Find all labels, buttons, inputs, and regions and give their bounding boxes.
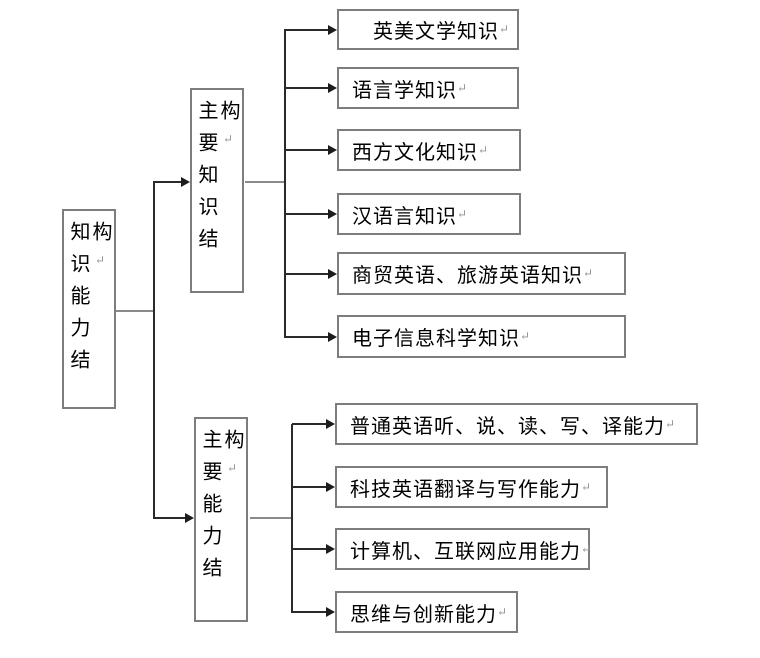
connector-branch-knowledge-1 (285, 87, 328, 89)
arrowhead-icon (328, 209, 337, 219)
arrowhead-icon (181, 177, 190, 187)
node-knowledge-electronic-information-science: 电子信息科学知识↵ (337, 315, 626, 358)
node-label: 英美文学知识 (352, 21, 499, 43)
node-group-ability: 主要能力结构↵ (194, 417, 248, 622)
node-knowledge-english-american-literature: 英美文学知识↵ (337, 9, 519, 50)
node-label: 汉语言知识 (352, 205, 457, 228)
node-ability-general-english-skills: 普通英语听、说、读、写、译能力↵ (335, 403, 698, 445)
return-mark-icon: ↵ (93, 253, 107, 267)
connector-branch-knowledge-2 (285, 149, 328, 151)
connector-branch-ability-0 (292, 423, 326, 425)
connector-branch-group-ability (154, 517, 186, 519)
node-knowledge-business-tourism-english: 商贸英语、旅游英语知识↵ (337, 252, 626, 295)
return-mark-icon: ↵ (583, 266, 594, 280)
node-root: 知识能力结构↵ (62, 209, 116, 409)
arrowhead-icon (328, 332, 337, 342)
return-mark-icon: ↵ (457, 206, 468, 221)
connector-ability-feeder (250, 517, 292, 519)
arrowhead-icon (328, 145, 337, 155)
return-mark-icon: ↵ (665, 416, 676, 431)
arrowhead-icon (185, 513, 194, 523)
node-ability-sci-tech-translation-writing: 科技英语翻译与写作能力↵ (335, 466, 608, 508)
node-label: 电子信息科学知识 (352, 328, 520, 350)
connector-knowledge-trunk (284, 29, 286, 338)
node-label: 科技英语翻译与写作能力 (350, 478, 581, 501)
connector-branch-knowledge-5 (285, 336, 328, 338)
node-label: 商贸英语、旅游英语知识 (352, 265, 583, 287)
node-ability-thinking-innovation: 思维与创新能力↵ (335, 591, 518, 633)
return-mark-icon: ↵ (520, 329, 531, 343)
return-mark-icon: ↵ (581, 479, 592, 494)
connector-branch-ability-2 (292, 548, 326, 550)
connector-branch-knowledge-4 (285, 273, 328, 275)
arrowhead-icon (326, 607, 335, 617)
return-mark-icon: ↵ (497, 604, 508, 619)
node-label: 西方文化知识 (352, 141, 478, 164)
connector-branch-ability-1 (292, 486, 326, 488)
node-knowledge-linguistics: 语言学知识↵ (337, 67, 519, 109)
arrowhead-icon (328, 83, 337, 93)
connector-branch-knowledge-3 (285, 213, 328, 215)
node-group-knowledge: 主要知识结构↵ (190, 88, 244, 293)
arrowhead-icon (326, 419, 335, 429)
return-mark-icon: ↵ (457, 80, 468, 95)
arrowhead-icon (328, 25, 337, 35)
node-ability-computer-internet-application: 计算机、互联网应用能力↵ (335, 528, 592, 570)
node-label: 普通英语听、说、读、写、译能力 (350, 415, 665, 438)
node-knowledge-western-culture: 西方文化知识↵ (337, 129, 521, 171)
connector-branch-group-knowledge (154, 181, 182, 183)
return-mark-icon: ↵ (581, 541, 592, 556)
node-root-label: 知识能力结构 (67, 221, 111, 381)
connector-branch-knowledge-0 (285, 29, 328, 31)
return-mark-icon: ↵ (499, 22, 510, 36)
connector-root-feeder (116, 310, 154, 312)
node-label: 语言学知识 (352, 79, 457, 102)
node-label: 计算机、互联网应用能力 (350, 540, 581, 563)
return-mark-icon: ↵ (225, 461, 239, 475)
arrowhead-icon (326, 482, 335, 492)
node-group-ability-label: 主要能力结构 (199, 429, 243, 589)
node-knowledge-chinese-language: 汉语言知识↵ (337, 193, 521, 235)
return-mark-icon: ↵ (221, 132, 235, 146)
node-group-knowledge-label: 主要知识结构 (195, 100, 239, 260)
arrowhead-icon (328, 269, 337, 279)
connector-level1-trunk (153, 181, 155, 519)
connector-ability-trunk (291, 424, 293, 613)
arrowhead-icon (326, 544, 335, 554)
connector-knowledge-feeder (245, 181, 285, 183)
node-label: 思维与创新能力 (350, 603, 497, 626)
return-mark-icon: ↵ (478, 142, 489, 157)
connector-branch-ability-3 (292, 611, 326, 613)
